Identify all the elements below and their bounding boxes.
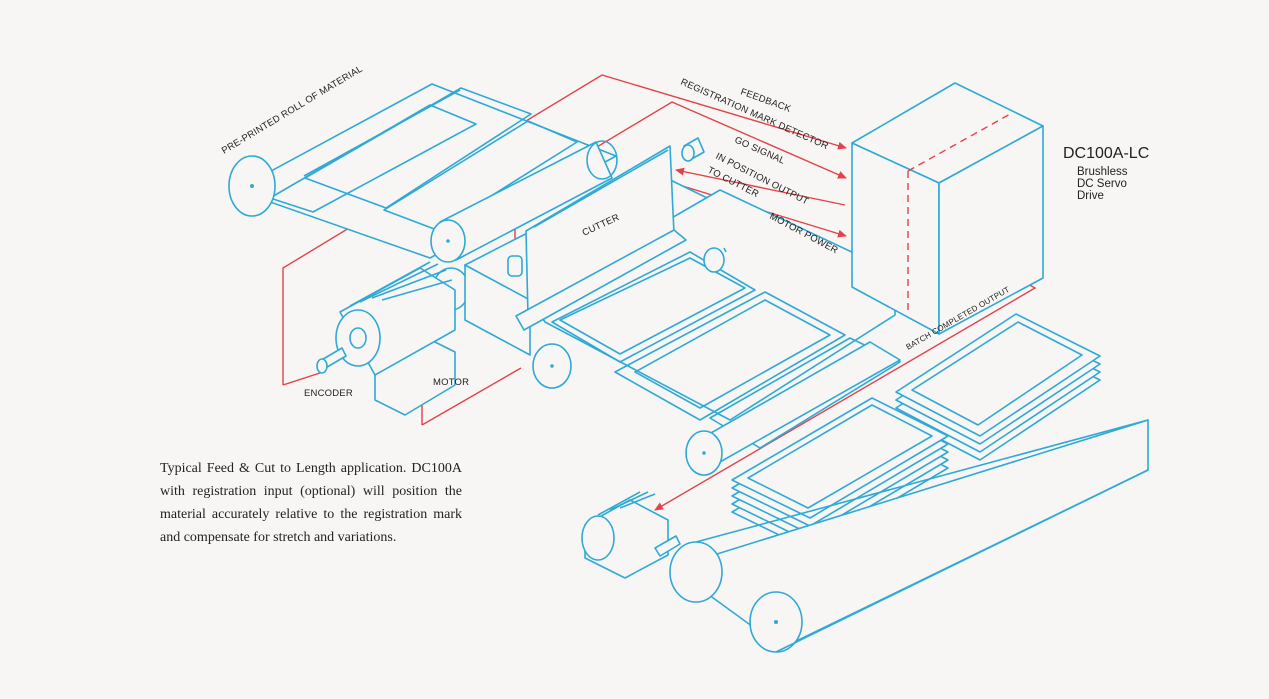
product-model: DC100A-LC [1063,145,1150,162]
product-description-line: DC Servo [1077,178,1127,190]
material-roll [228,83,617,259]
output-stacks [731,313,1101,551]
go-signal-line [675,167,846,206]
registration-sensor [681,137,705,162]
product-description-line: Brushless [1077,166,1128,178]
product-info: DC100A-LC Brushless DC Servo Drive [1063,145,1149,202]
output-conveyor [669,419,1149,653]
motor-line [421,367,522,426]
caption: Typical Feed & Cut to Length application… [160,461,462,545]
motor-label: MOTOR [433,377,469,388]
stack-right [895,313,1101,461]
encoder-label: ENCODER [304,388,353,399]
feed-motor [316,261,456,416]
encoder-line [282,371,324,386]
servo-drive-box [851,82,1044,335]
output-motor [581,491,681,579]
product-description-line: Drive [1077,190,1104,202]
cutter [507,145,687,331]
product-description: Brushless DC Servo Drive [1077,166,1149,202]
